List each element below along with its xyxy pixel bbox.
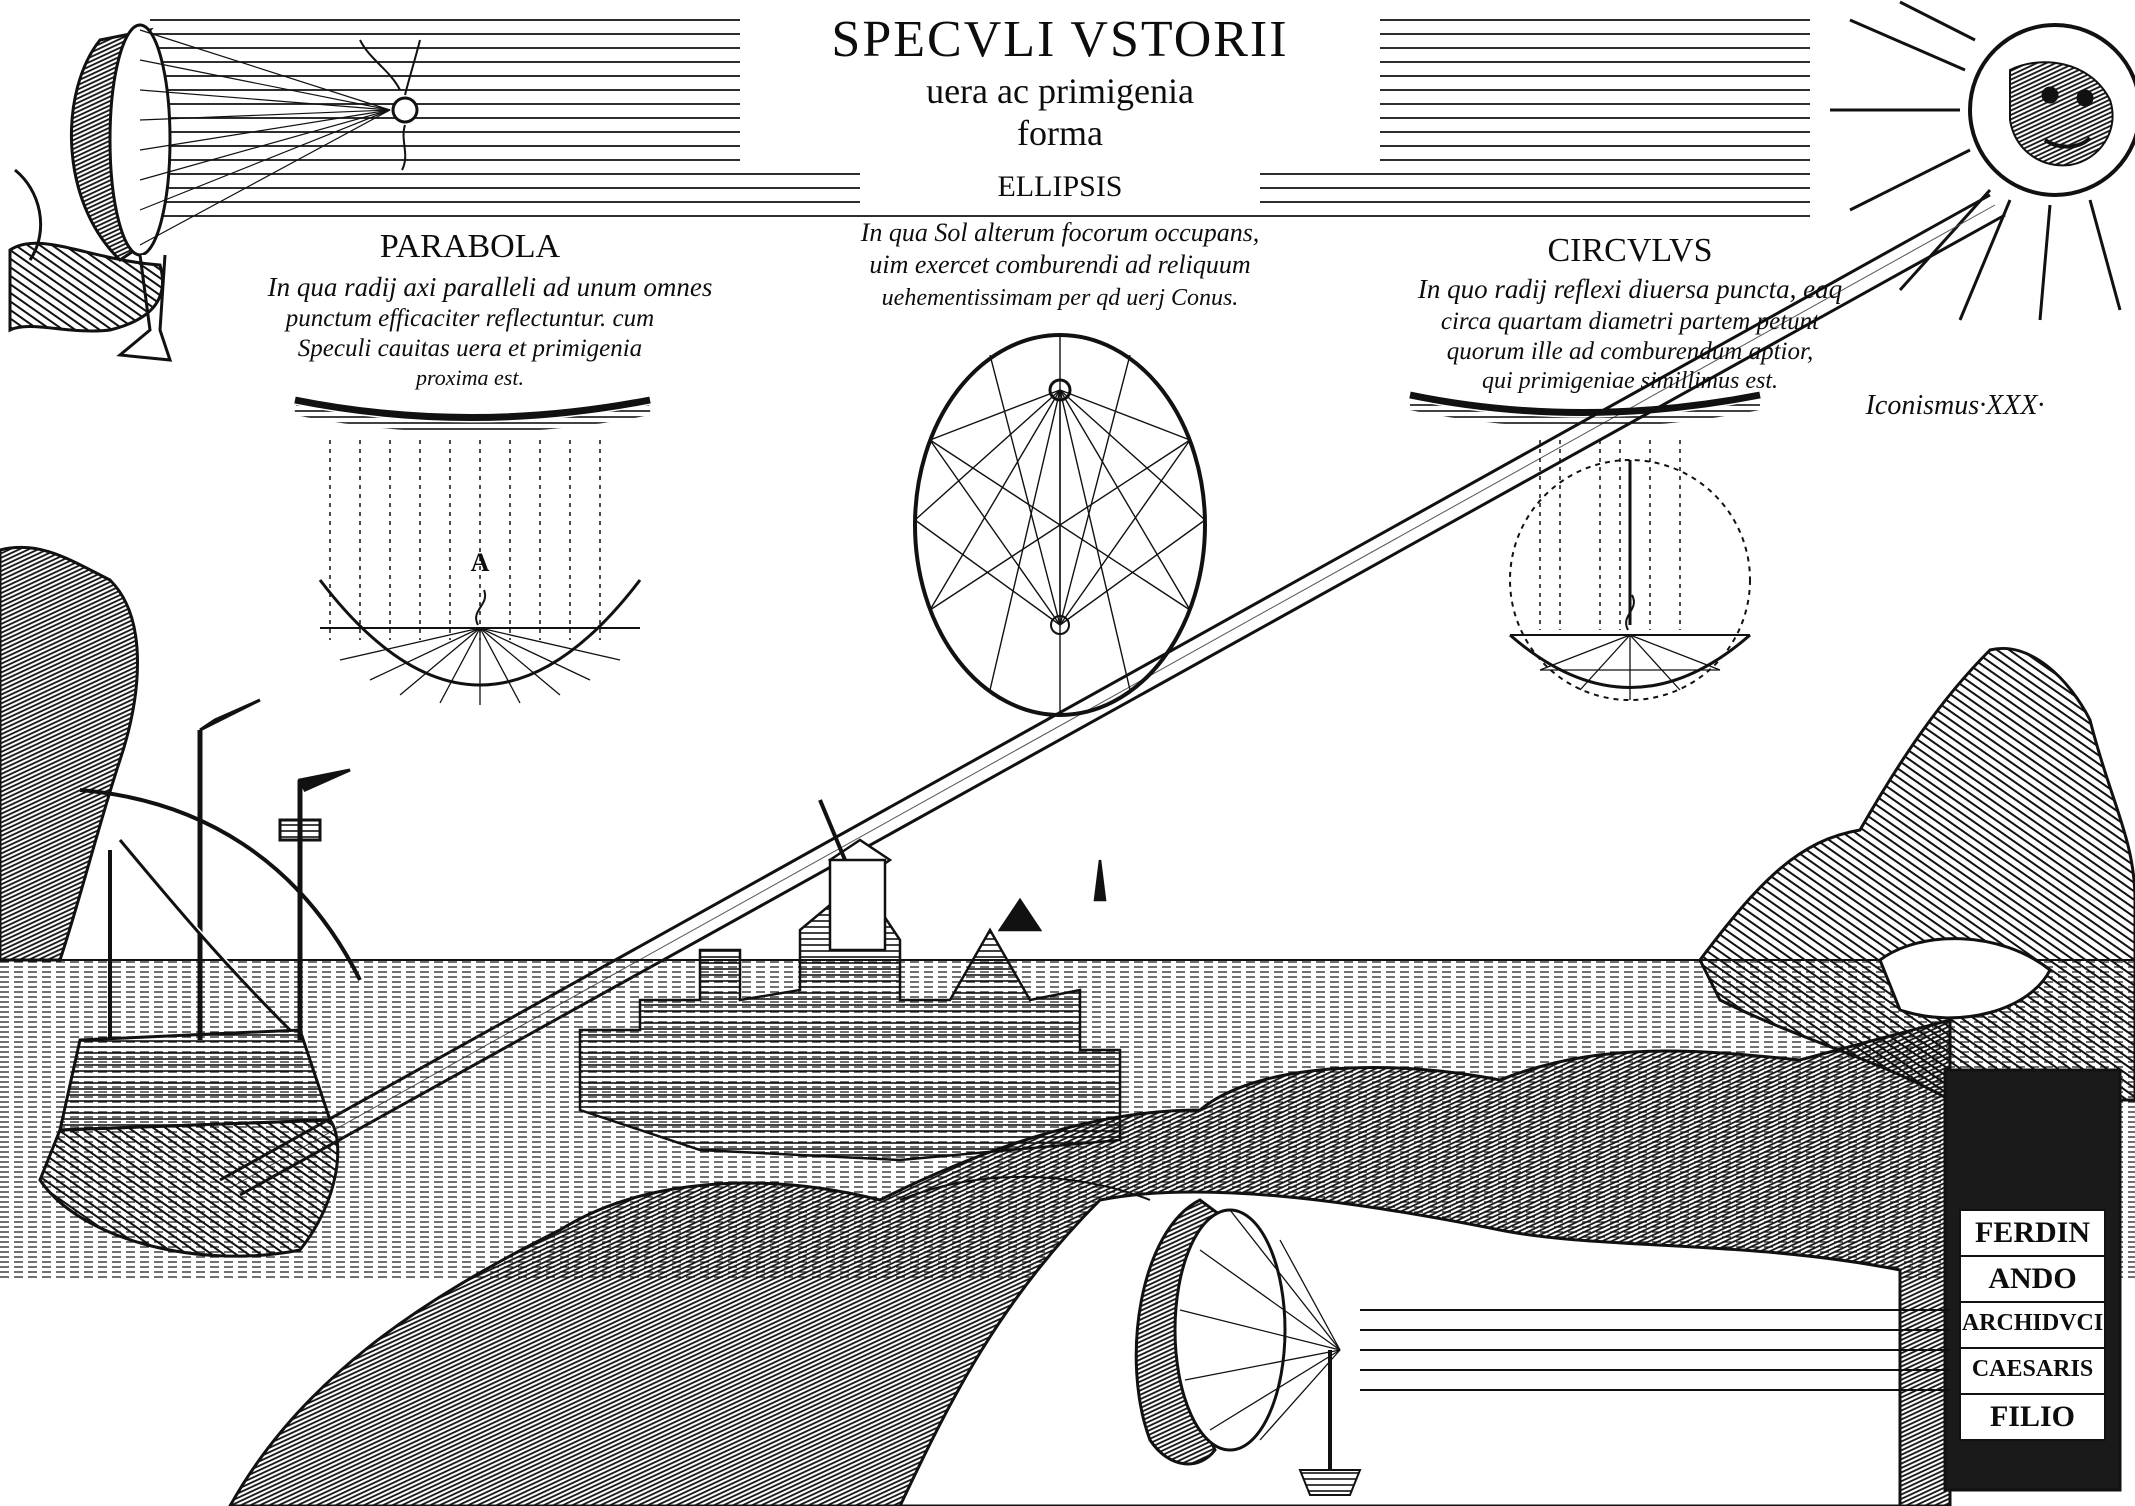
left-cliffs — [0, 545, 139, 962]
parabola-caption-4: proxima est. — [416, 365, 524, 390]
parabola-focus-label: A — [470, 548, 490, 577]
parabola-diagram — [294, 396, 651, 705]
ellipse-diagram — [913, 333, 1207, 717]
sun-face — [1830, 0, 2135, 321]
circulus-caption-1: In quo radij reflexi diuersa puncta, eaq — [1417, 274, 1843, 304]
plaque-line-5: FILIO — [1989, 1400, 2076, 1433]
plaque-line-2: ANDO — [1988, 1262, 2077, 1295]
right-cliffs — [1698, 647, 2135, 1102]
dedication-plaque — [1943, 1068, 2122, 1492]
ellipsis-caption-2: uim exercet comburendi ad reliquum — [780, 250, 1340, 280]
burning-mirror-bottom — [1134, 1198, 1950, 1496]
circulus-caption-3: quorum ille ad comburendum aptior, — [1446, 338, 1814, 365]
plaque-line-3: ARCHIDVCI — [1961, 1310, 2104, 1336]
circle-diagram — [1408, 391, 1761, 701]
plaque-line-4: CAESARIS — [1971, 1356, 2094, 1382]
ellipsis-heading: ELLIPSIS — [860, 170, 1260, 204]
plaque-line-1: FERDIN — [1974, 1216, 2090, 1249]
parabola-heading: PARABOLA — [320, 228, 620, 266]
parabola-caption-2: punctum efficaciter reflectuntur. cum — [285, 305, 655, 332]
ship — [38, 698, 362, 1258]
circulus-heading: CIRCVLVS — [1480, 232, 1780, 270]
parabola-caption-1: In qua radij axi paralleli ad unum omnes — [267, 272, 713, 302]
hand-mirror-top — [8, 23, 421, 362]
circulus-caption-4: qui primigeniae simillimus est. — [1482, 368, 1778, 394]
parabola-caption-3: Speculi cauitas uera et primigenia — [297, 335, 643, 362]
ellipsis-caption-1: In qua Sol alterum focorum occupans, — [780, 218, 1340, 248]
subtitle-line: uera ac primigenia — [926, 71, 1194, 111]
ellipsis-caption-3: uehementissimam per qd uerj Conus. — [881, 285, 1239, 311]
city — [578, 799, 1122, 1162]
title-panel — [740, 10, 1380, 170]
subtitle-forma: forma — [1017, 113, 1103, 153]
iconismus-label: Iconismus·XXX· — [1865, 390, 2045, 421]
circulus-caption-2: circa quartam diametri partem petunt — [1440, 308, 1820, 335]
main-title: SPECVLI VSTORII — [831, 11, 1289, 68]
